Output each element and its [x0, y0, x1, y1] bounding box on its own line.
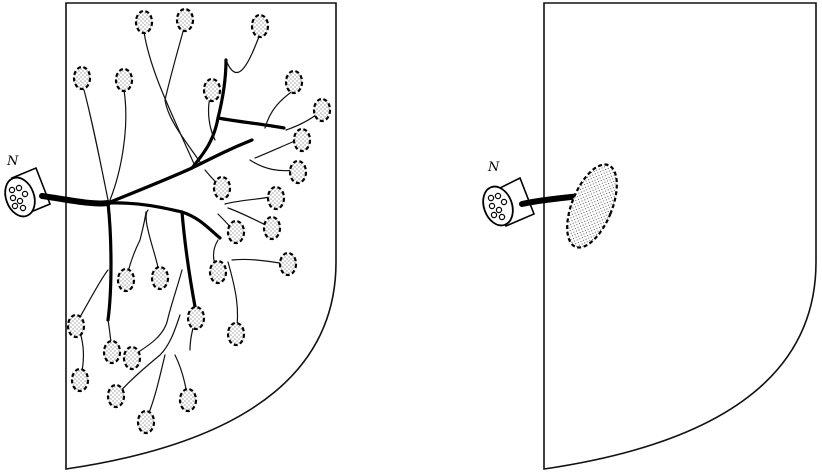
gland	[214, 177, 230, 199]
gland	[252, 15, 268, 37]
gland	[124, 347, 140, 369]
gland	[280, 253, 296, 275]
gland	[104, 341, 120, 363]
gland	[290, 161, 306, 183]
right-panel: N	[478, 3, 816, 469]
gland	[72, 369, 88, 391]
left-nerve-label: N	[6, 154, 19, 169]
gland	[68, 315, 84, 337]
gland	[228, 221, 244, 243]
gland	[228, 323, 244, 345]
gland	[180, 389, 196, 411]
gland	[286, 71, 302, 93]
gland	[138, 411, 154, 433]
gland	[268, 187, 284, 209]
gland	[152, 267, 168, 289]
gland	[136, 11, 152, 33]
right-nerve-label: N	[487, 160, 500, 175]
gland	[116, 69, 132, 91]
gland	[118, 269, 134, 291]
gland	[188, 307, 204, 329]
gland	[204, 79, 220, 101]
gland	[177, 9, 193, 31]
gland	[264, 217, 280, 239]
gland	[108, 385, 124, 407]
gland	[314, 99, 330, 121]
gland	[294, 129, 310, 151]
gland	[74, 67, 90, 89]
left-panel: N	[0, 3, 336, 469]
gland	[210, 261, 226, 283]
right-gland-mass	[557, 158, 627, 255]
